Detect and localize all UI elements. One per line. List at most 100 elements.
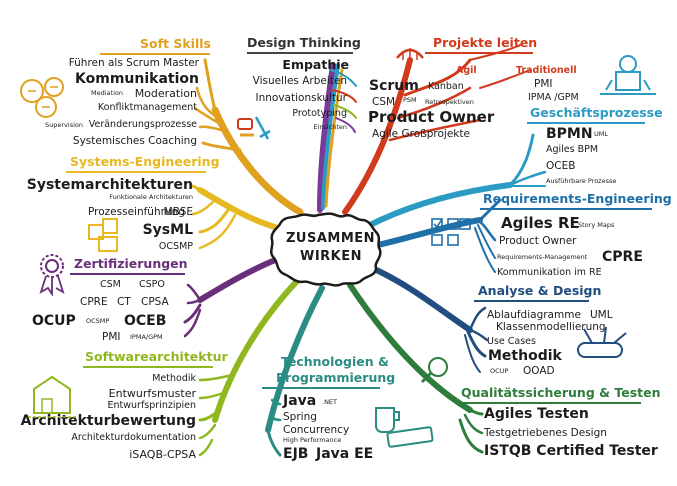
magnifier-icon (420, 357, 448, 384)
zertifizierungen-item: OCEB (124, 313, 167, 329)
soft-skills-title: Soft Skills (140, 36, 211, 51)
projekte-item: PMI (534, 78, 553, 90)
branch-soft-skills (193, 58, 304, 216)
zertifizierungen-item: CPRE (80, 296, 108, 308)
speech-bubbles-icon (20, 77, 64, 118)
requirements-underline (480, 208, 652, 210)
requirements-item: CPRE (602, 249, 643, 265)
projekte-agil-label: Agil (456, 65, 477, 76)
checklist-icon (431, 218, 471, 246)
systems-item: Prozesseinführung (88, 206, 185, 218)
soft-skill-item: Führen als Scrum Master (68, 57, 199, 69)
soft-skill-item: Kommunikation (75, 71, 199, 87)
geschaeft-item: OCEB (546, 160, 576, 172)
systems-item: MBSE (163, 206, 193, 218)
technologien-item: Concurrency (283, 424, 350, 436)
qualitaet-item: ISTQB Certified Tester (484, 443, 658, 459)
soft-skill-item: Mediation (91, 89, 123, 97)
design-thinking-title: Design Thinking (247, 35, 361, 50)
software-item: Entwurfsprinzipien (107, 400, 197, 411)
requirements-item: Product Owner (499, 235, 577, 247)
center-blob-shape (270, 212, 382, 287)
design-thinking-item: Innovationskultur (255, 92, 347, 104)
branch-zertifizierungen (183, 255, 283, 338)
soft-skills-underline (100, 53, 210, 55)
branch-analyse (369, 265, 489, 373)
systems-underline (66, 171, 206, 173)
building-blocks-icon (88, 218, 118, 252)
software-item: Entwurfsmuster (108, 387, 196, 400)
technologien-title-line2: Programmierung (276, 370, 396, 385)
geschaeft-item: Agiles BPM (546, 144, 599, 155)
systems-item: Systemarchitekturen (26, 177, 193, 193)
design-thinking-item: Prototyping (292, 108, 347, 119)
technologien-item: Java (283, 393, 317, 409)
branch-systems (190, 184, 281, 250)
systems-item: SysML (142, 222, 193, 238)
zertifizierungen-title: Zertifizierungen (74, 256, 188, 271)
qualitaet-item: Agiles Testen (484, 406, 589, 422)
design-thinking-item: Einsichten (313, 123, 347, 131)
zertifizierungen-underline (70, 273, 185, 275)
branch-software (198, 277, 301, 457)
zertifizierungen-item: CT (117, 296, 131, 308)
branch-geschaeft (367, 133, 547, 228)
soft-skill-item: Moderation (134, 87, 197, 100)
zertifizierungen-item: CSM (100, 279, 121, 290)
projekte-item: PSM (403, 96, 417, 104)
zertifizierungen-item: OCUP (32, 313, 76, 329)
zertifizierungen-item: OCSMP (86, 317, 110, 325)
software-item: Architekturdokumentation (71, 432, 196, 443)
software-title: Softwarearchitektur (85, 349, 228, 364)
zertifizierungen-item: CSPO (139, 279, 165, 290)
zertifizierungen-item: CPSA (141, 296, 169, 308)
center-line-2: WIRKEN (300, 249, 363, 264)
pocketknife-icon (577, 326, 627, 358)
coffee-keyboard-icon (375, 407, 434, 448)
analyse-item: Ablaufdiagramme (487, 309, 581, 321)
projekte-item: Agile Großprojekte (372, 128, 470, 140)
soft-skill-item: Supervision (45, 121, 83, 129)
requirements-item: Kommunikation im RE (497, 267, 602, 278)
soft-skill-item: Systemisches Coaching (72, 135, 197, 147)
systems-item: Funktionale Architekturen (109, 193, 193, 201)
software-underline (83, 366, 213, 368)
analyse-item: UML (590, 309, 613, 321)
projekte-underline (425, 52, 533, 54)
zertifizierungen-item: IPMA/GPM (130, 333, 163, 341)
projekte-traditionell-label: Traditionell (516, 65, 577, 76)
center-node: ZUSAMMEN WIRKEN (268, 210, 382, 288)
branch-qualitaet (347, 282, 484, 454)
technologien-item: Java EE (316, 446, 374, 462)
geschaeft-item: BPMN (546, 126, 593, 142)
qualitaet-item: Testgetriebenes Design (484, 427, 607, 439)
requirements-item: Agiles RE (501, 214, 580, 232)
projekte-item: CSM (372, 96, 396, 108)
technologien-item: Spring (283, 411, 317, 423)
geschaeft-item: Ausführbare Prozesse (546, 177, 617, 185)
projekte-item: IPMA /GPM (528, 92, 579, 103)
bridge-icon (396, 48, 424, 60)
projekte-item: Product Owner (368, 108, 495, 126)
analyse-item: Methodik (488, 348, 562, 364)
tools-icon (237, 116, 271, 140)
software-item: Methodik (152, 373, 196, 384)
requirements-item: Story Maps (578, 221, 615, 229)
systems-item: OCSMP (158, 241, 193, 252)
requirements-item: Requirements-Management (497, 253, 588, 261)
technologien-item: .NET (322, 398, 338, 406)
analyse-underline (474, 300, 589, 302)
design-thinking-item: Visuelles Arbeiten (252, 75, 347, 87)
award-rosette-icon (39, 254, 65, 296)
software-item: iSAQB-CPSA (129, 448, 196, 461)
qualitaet-underline (455, 402, 641, 404)
soft-skill-item: Konfliktmanagement (97, 102, 197, 113)
projekte-item: Retrospektiven (425, 98, 474, 106)
technologien-underline (262, 387, 380, 389)
projekte-item: Scrum (369, 78, 419, 94)
center-line-1: ZUSAMMEN (286, 231, 376, 246)
geschaeft-item: UML (594, 130, 608, 138)
analyse-item: OOAD (523, 365, 555, 377)
